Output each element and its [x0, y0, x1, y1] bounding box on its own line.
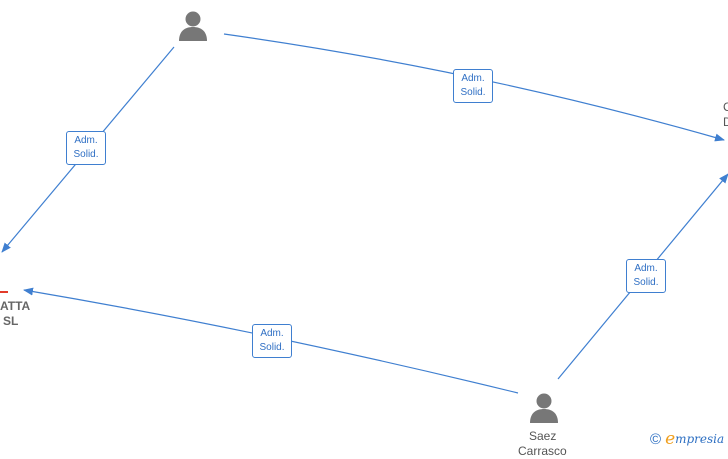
person-bottom-name[interactable]: Saez Carrasco — [518, 429, 567, 459]
edge-label-line2: Solid. — [259, 342, 285, 353]
brand-name: mpresia — [675, 432, 725, 446]
edge-label-line1: Adm. — [260, 328, 284, 339]
copyright-icon: © — [650, 430, 662, 448]
edge-label-line2: Solid. — [460, 87, 486, 98]
edge-label-line2: Solid. — [633, 277, 659, 288]
edge-label-top-right[interactable]: Adm. Solid. — [453, 69, 493, 103]
edge-label-bottom-left[interactable]: Adm. Solid. — [252, 324, 292, 358]
edge-label-line2: Solid. — [73, 149, 99, 160]
company-left-name-line1: ATTA — [0, 299, 31, 313]
company-left-name[interactable]: ATTA SL — [0, 299, 30, 329]
empresia-logo: © e mpresia — [650, 428, 724, 450]
edge-label-top-left[interactable]: Adm. Solid. — [66, 131, 106, 165]
brand-initial: e — [665, 429, 676, 449]
person-bottom-name-line1: Saez — [529, 429, 557, 443]
edge-label-line1: Adm. — [74, 135, 98, 146]
node-right-name-line2: D — [723, 115, 728, 129]
node-right-name-line1: C — [723, 100, 728, 114]
edge-label-line1: Adm. — [634, 263, 658, 274]
edge-label-line1: Adm. — [461, 73, 485, 84]
company-marker — [0, 291, 8, 293]
node-right-name[interactable]: C D — [723, 100, 728, 130]
person-icon[interactable] — [529, 392, 559, 424]
edge-label-bottom-right[interactable]: Adm. Solid. — [626, 259, 666, 293]
person-icon[interactable] — [178, 10, 208, 42]
company-left-name-line2: SL — [3, 314, 19, 328]
person-bottom-name-line2: Carrasco — [518, 444, 567, 458]
